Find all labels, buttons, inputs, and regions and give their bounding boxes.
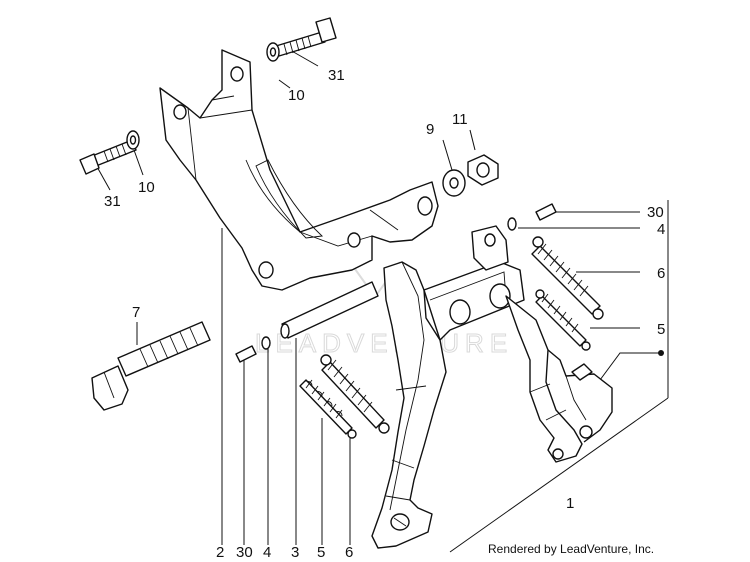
washer-9 [442, 169, 466, 197]
center-stand-1 [371, 225, 613, 549]
callout-10-upper: 10 [288, 87, 305, 104]
callout-3: 3 [291, 544, 299, 561]
shaft-3 [280, 281, 379, 339]
spring-6-right [531, 236, 604, 320]
washer-10-left [126, 130, 140, 150]
callout-5-bottom: 5 [317, 544, 325, 561]
callout-4-bottom: 4 [263, 544, 271, 561]
callouts: 31 10 9 11 10 31 30 4 6 5 7 1 2 30 4 3 5… [104, 67, 665, 561]
ring-4-right [507, 217, 517, 231]
callout-31-upper: 31 [328, 67, 345, 84]
callout-31-left: 31 [104, 193, 121, 210]
spring-5-left [299, 379, 357, 439]
pin-30-left [235, 345, 257, 363]
callout-2: 2 [216, 544, 224, 561]
pin-30-right [535, 203, 557, 221]
callout-6-right: 6 [657, 265, 665, 282]
bolt-31-left [79, 139, 137, 175]
ring-4-left [261, 336, 271, 350]
callout-30-bottom: 30 [236, 544, 253, 561]
spring-6-left [320, 354, 390, 434]
bolt-7 [91, 321, 211, 411]
leader-lines [95, 49, 669, 553]
callout-6-bottom: 6 [345, 544, 353, 561]
callout-4-right: 4 [657, 221, 665, 238]
callout-7: 7 [132, 304, 140, 321]
callout-9: 9 [426, 121, 434, 138]
mounting-bracket [159, 49, 439, 291]
callout-10-left: 10 [138, 179, 155, 196]
washer-10-upper [266, 42, 280, 62]
callout-5-right: 5 [657, 321, 665, 338]
bolt-31-upper [275, 17, 337, 57]
nut-11 [467, 154, 499, 186]
callout-1: 1 [566, 495, 574, 512]
render-credit: Rendered by LeadVenture, Inc. [488, 542, 654, 556]
callout-30-right: 30 [647, 204, 664, 221]
spring-5-right [535, 289, 591, 351]
callout-11: 11 [452, 111, 468, 128]
